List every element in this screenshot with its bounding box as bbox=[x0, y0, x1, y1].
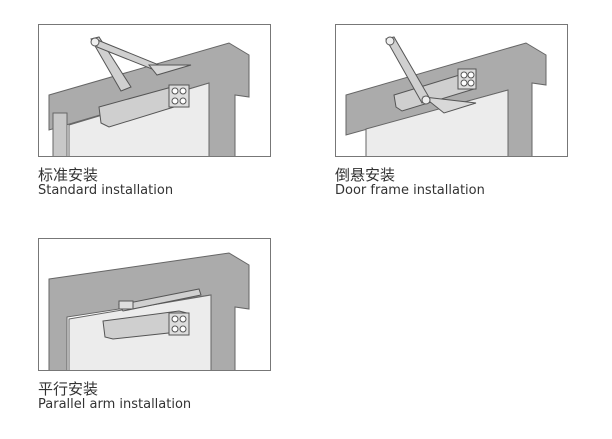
standard-installation-illustration bbox=[38, 24, 271, 157]
caption-zh: 平行安装 bbox=[38, 380, 99, 398]
parallel-arm-installation-illustration bbox=[38, 238, 271, 371]
caption-en: Door frame installation bbox=[335, 183, 485, 199]
caption-zh: 倒悬安装 bbox=[335, 166, 396, 184]
caption-en: Parallel arm installation bbox=[38, 397, 192, 413]
door-frame-installation-illustration bbox=[335, 24, 568, 157]
caption-zh: 标准安装 bbox=[38, 166, 99, 184]
door-frame-installation-caption: 倒悬安装 Door frame installation bbox=[335, 166, 485, 199]
caption-en: Standard installation bbox=[38, 183, 174, 199]
parallel-arm-installation-caption: 平行安装 Parallel arm installation bbox=[38, 380, 192, 413]
standard-installation-caption: 标准安装 Standard installation bbox=[38, 166, 174, 199]
